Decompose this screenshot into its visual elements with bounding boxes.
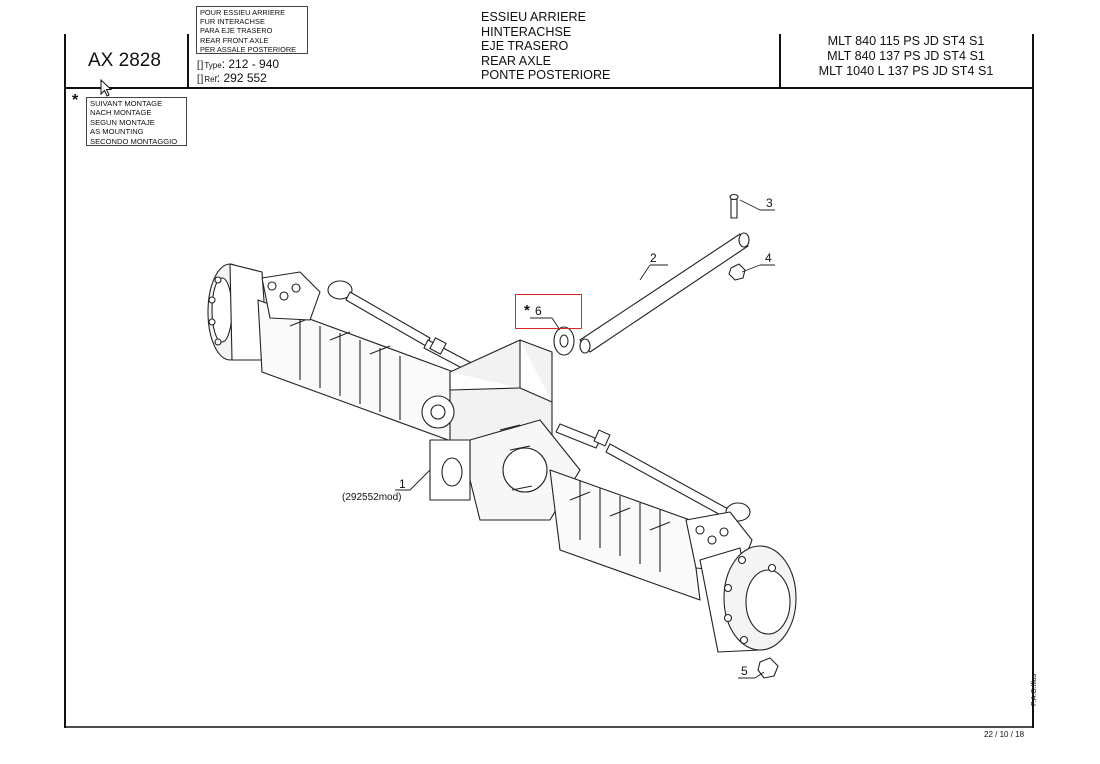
king-pin-bolt [267,281,277,291]
model-line: MLT 840 137 PS JD ST4 S1 [827,49,985,63]
mouse-cursor-icon [100,79,113,97]
model-line: MLT 1040 L 137 PS JD ST4 S1 [818,64,994,78]
callout-4: 4 [765,251,772,265]
bracket-icon: [ ] [197,74,203,85]
leader-line-4 [741,264,775,273]
applies-to-line: POUR ESSIEU ARRIERE [200,8,286,17]
wheel-nut [757,657,779,679]
nut [728,263,746,281]
callout-1: 1 [399,477,406,491]
leader-line-1 [395,469,431,491]
type-label: Type [204,61,222,70]
mounting-line: SEGUN MONTAJE [90,117,155,127]
washer [553,326,575,356]
pivot-pin [579,232,750,354]
title-line: HINTERACHSE [481,24,572,39]
issue-date: 22 / 10 / 18 [984,730,1025,739]
callout-6-highlight [515,294,582,329]
title-line: EJE TRASERO [481,39,569,53]
callout-6: 6 [535,304,542,318]
title-line: PONTE POSTERIORE [481,68,611,82]
bracket-icon: [ ] [197,60,203,71]
title-line: REAR AXLE [481,53,551,68]
left-steering-knuckle [261,271,321,321]
title-line: ESSIEU ARRIERE [481,10,586,24]
leader-line-5 [738,671,765,679]
callout-2: 2 [650,251,657,265]
callout-5: 5 [741,664,748,678]
applies-to-line: PARA EJE TRASERO [200,26,273,36]
document-code: AX 2828 [88,50,161,71]
applies-to-box: POUR ESSIEU ARRIERE FUR INTERACHSE PARA … [196,6,308,54]
mounting-line: AS MOUNTING [90,127,144,137]
callout-3: 3 [766,196,773,210]
mounting-line: SECONDO MONTAGGIO [90,136,178,146]
left-axle-beam [257,299,471,449]
mounting-line: NACH MONTAGE [90,108,152,118]
ref-label: Ref [204,75,217,84]
mounting-line: SUIVANT MONTAGE [90,99,163,108]
right-axle-beam [549,469,701,601]
leader-line-3 [739,199,775,211]
model-line: MLT 840 115 PS JD ST4 S1 [827,34,985,48]
part-titles: ESSIEU ARRIERE HINTERACHSE EJE TRASERO R… [481,10,610,83]
right-wheel-hub [699,545,797,653]
bolt [729,193,739,219]
central-differential-housing [421,339,581,521]
model-list: MLT 840 115 PS JD ST4 S1 MLT 840 137 PS … [780,34,1032,79]
applies-to-line: PER ASSALE POSTERIORE [200,44,297,54]
applies-to-line: FUR INTERACHSE [200,17,265,27]
type-row: [ ]Type: 212 - 940 [197,57,279,71]
left-wheel-hub [207,263,269,361]
leader-line-2 [639,264,668,281]
ref-value: : 292 552 [216,71,267,85]
applies-to-line: REAR FRONT AXLE [200,35,269,45]
mounting-note-box: SUIVANT MONTAGE NACH MONTAGE SEGUN MONTA… [86,97,187,146]
type-value: : 212 - 940 [221,57,280,71]
callout-6-star: * [524,302,530,319]
leader-line-6 [530,317,561,331]
ref-row: [ ]Ref: 292 552 [197,71,267,85]
mounting-star: * [72,92,79,109]
vertical-label: P.A.O.Illus [1031,673,1038,706]
callout-1-subtitle: (292552mod) [342,492,402,503]
